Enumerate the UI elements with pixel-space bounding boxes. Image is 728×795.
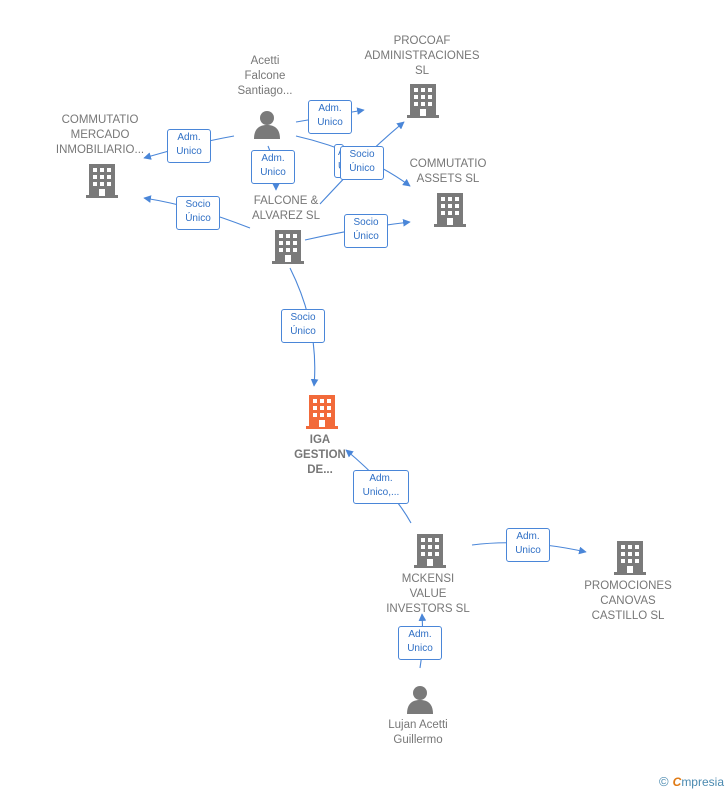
person-icon[interactable]: [252, 109, 282, 139]
edge-label-lujan-mckensi: Adm. Unico: [398, 626, 442, 660]
building-icon[interactable]: [306, 395, 338, 429]
brand-name: mpresia: [681, 775, 724, 789]
node-label-mckensi: MCKENSI VALUE INVESTORS SL: [386, 573, 470, 615]
edge-label-falcone-mercado: Socio Único: [176, 196, 220, 230]
edge-label-falcone-procoaf: Socio Único: [340, 146, 384, 180]
node-label-acetti-falcone: Acetti Falcone Santiago...: [237, 55, 293, 97]
building-icon[interactable]: [407, 84, 439, 118]
building-icon[interactable]: [414, 534, 446, 568]
node-label-procoaf: PROCOAF ADMINISTRACIONES SL: [364, 35, 480, 77]
edge-label-mckensi-promociones: Adm. Unico: [506, 528, 550, 562]
node-label-commutatio-assets: COMMUTATIO ASSETS SL: [409, 158, 487, 185]
node-label-lujan: Lujan Acetti Guillermo: [388, 719, 448, 746]
edge-label-mckensi-iga: Adm. Unico,...: [353, 470, 409, 504]
edge-label-acetti-procoaf: Adm. Unico: [308, 100, 352, 134]
edge-label-falcone-iga: Socio Único: [281, 309, 325, 343]
node-label-promociones: PROMOCIONES CANOVAS CASTILLO SL: [584, 580, 672, 622]
brand-watermark: ©Cmpresia: [659, 774, 724, 789]
copyright-icon: ©: [659, 774, 669, 789]
building-icon[interactable]: [86, 164, 118, 198]
node-label-iga-gestion: IGA GESTION DE...: [294, 434, 346, 476]
edge-label-acetti-mercado: Adm. Unico: [167, 129, 211, 163]
building-icon[interactable]: [434, 193, 466, 227]
node-label-falcone-alvarez: FALCONE & ALVAREZ SL: [252, 195, 320, 222]
edge-label-falcone-assets: Socio Único: [344, 214, 388, 248]
node-label-commutatio-mercado: COMMUTATIO MERCADO INMOBILIARIO...: [55, 114, 145, 156]
person-icon[interactable]: [405, 684, 435, 714]
building-icon[interactable]: [272, 230, 304, 264]
building-icon[interactable]: [614, 541, 646, 575]
brand-logo-letter: C: [672, 775, 682, 789]
edge-label-acetti-falcone: Adm. Unico: [251, 150, 295, 184]
